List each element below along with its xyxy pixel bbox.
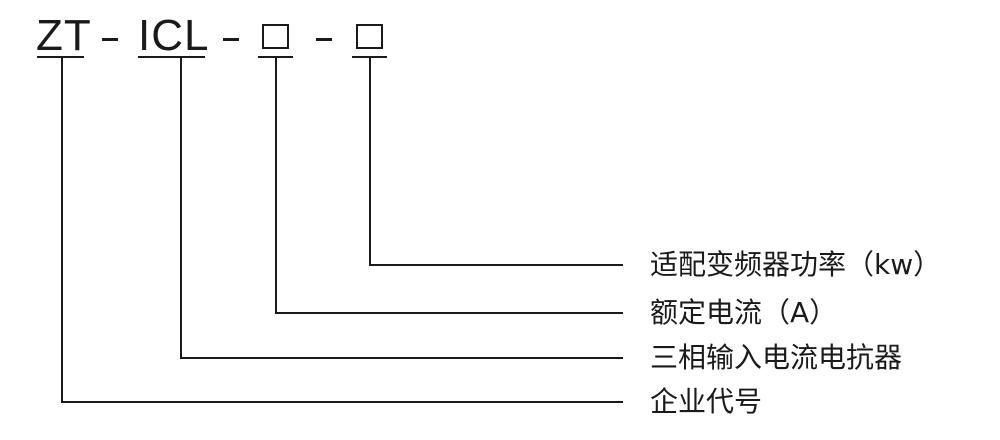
- placeholder-box-power: [356, 24, 383, 49]
- separator-dash-3: [316, 38, 332, 41]
- placeholder-box-current: [262, 24, 289, 49]
- label-rated-current: 额定电流（A）: [650, 296, 838, 329]
- label-input-reactor: 三相输入电流电抗器: [650, 341, 903, 374]
- label-company-code: 企业代号: [650, 385, 763, 418]
- separator-dash-1: [102, 38, 118, 41]
- label-drive-power: 适配变频器功率（kw）: [650, 248, 942, 281]
- segment-zt: ZT: [36, 11, 92, 60]
- segment-icl: ICL: [138, 11, 210, 60]
- separator-dash-2: [223, 38, 239, 41]
